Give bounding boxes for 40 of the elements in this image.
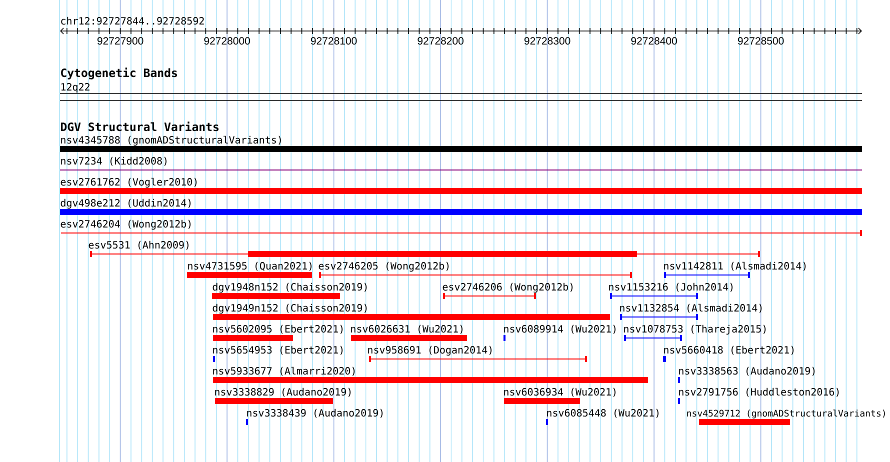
variant-label: nsv4529712 (gnomADStructuralVariants) xyxy=(687,410,885,418)
variant-label: nsv5602095 (Ebert2021) xyxy=(213,324,343,334)
track-heading: Cytogenetic Bands xyxy=(61,68,177,80)
tick-label: 92728000 xyxy=(204,37,250,45)
variant-label: nsv5654953 (Ebert2021) xyxy=(213,346,343,355)
tick-label: 92728500 xyxy=(738,37,784,45)
track-heading: DGV Structural Variants xyxy=(60,122,218,132)
variant-label: nsv6026631 (Wu2021) xyxy=(351,324,462,334)
variant-label: nsv1153216 (John2014) xyxy=(609,282,733,292)
variant-label: nsv2791756 (Huddleston2016) xyxy=(679,388,839,397)
variant-label: esv2761762 (Vogler2010) xyxy=(60,178,197,188)
variant-label: nsv6089914 (Wu2021) xyxy=(504,324,616,334)
band-label: 12q22 xyxy=(61,83,90,93)
variant-label: dgv1948n152 (Chaisson2019) xyxy=(212,282,367,293)
variant-label: esv2746204 (Wong2012b) xyxy=(60,220,191,230)
variant-label: esv2746205 (Wong2012b) xyxy=(318,262,449,272)
variant-label: nsv3338563 (Audano2019) xyxy=(679,366,815,376)
variant-label: nsv5660418 (Ebert2021) xyxy=(664,346,794,355)
variant-label: nsv5933677 (Almarri2020) xyxy=(213,366,355,376)
coordinate-range: chr12:92727844..92728592 xyxy=(61,16,204,25)
variant-label: nsv3338439 (Audano2019) xyxy=(247,408,383,418)
variant-label: dgv498e212 (Uddin2014) xyxy=(60,198,191,209)
variant-label: nsv6036934 (Wu2021) xyxy=(504,388,616,397)
tick-label: 92727900 xyxy=(97,37,144,45)
tick-label: 92728400 xyxy=(631,37,677,45)
variant-label: nsv958691 (Dogan2014) xyxy=(368,346,492,356)
variant-label: esv5531 (Ahn2009) xyxy=(88,240,188,250)
variant-label: nsv1142811 (Alsmadi2014) xyxy=(664,262,806,271)
variant-label: esv2746206 (Wong2012b) xyxy=(442,282,573,293)
variant-label: nsv6085448 (Wu2021) xyxy=(547,408,658,418)
variant-label: nsv4731595 (Quan2021) xyxy=(188,262,312,271)
variant-label: dgv1949n152 (Chaisson2019) xyxy=(212,304,367,314)
tick-label: 92728300 xyxy=(524,37,570,45)
variant-label: nsv7234 (Kidd2008) xyxy=(61,156,166,166)
variant-label: nsv3338829 (Audano2019) xyxy=(215,388,351,397)
variant-label: nsv1078753 (Thareja2015) xyxy=(624,324,766,335)
variant-label: nsv1132854 (Alsmadi2014) xyxy=(620,304,762,313)
variant-label: nsv4345788 (gnomADStructuralVariants) xyxy=(61,136,281,146)
tick-label: 92728100 xyxy=(310,37,357,45)
tick-label: 92728200 xyxy=(418,37,464,45)
